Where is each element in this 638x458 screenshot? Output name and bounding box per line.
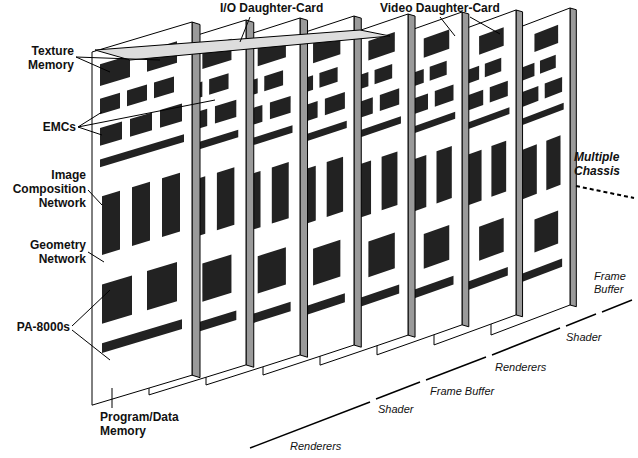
io-card-label: I/O Daughter-Card bbox=[220, 1, 360, 15]
group-label: Shader bbox=[378, 403, 428, 416]
group-label: Renderers bbox=[290, 440, 370, 453]
video-card-label: Video Daughter-Card bbox=[380, 1, 520, 15]
cpu-label: PA-8000s bbox=[2, 320, 70, 334]
group-label: Renderers bbox=[495, 361, 565, 374]
network-label: Geometry Network bbox=[8, 238, 86, 266]
group-label: Frame Buffer bbox=[594, 270, 636, 296]
network-label: Image Composition Network bbox=[2, 168, 86, 210]
group-label: Frame Buffer bbox=[430, 385, 510, 398]
group-label: Shader bbox=[566, 331, 616, 344]
chassis-label: Multiple Chassis bbox=[574, 150, 636, 178]
memory-label: Program/Data Memory bbox=[100, 410, 200, 438]
texture-memory-label: Texture Memory bbox=[10, 44, 74, 72]
emc-label: EMCs bbox=[36, 120, 76, 134]
